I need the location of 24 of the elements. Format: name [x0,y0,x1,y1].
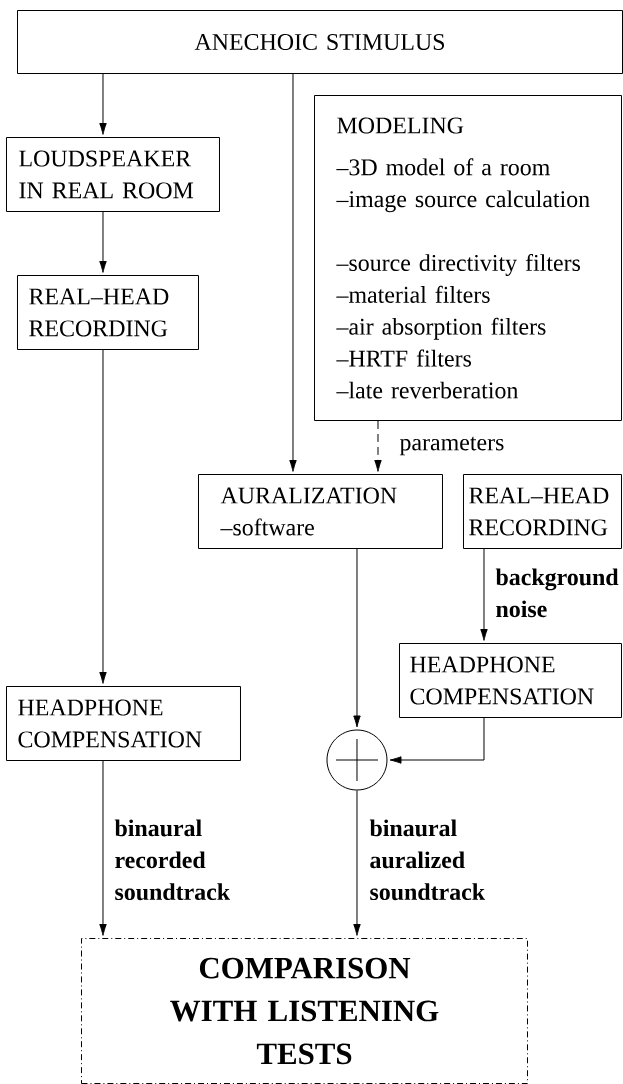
arrow [374,420,382,472]
process-box: AURALIZATION –software [198,474,443,549]
process-box: HEADPHONE COMPENSATION [6,686,241,761]
arrow [99,73,107,135]
result-box: COMPARISON WITH LISTENING TESTS [81,938,528,1084]
arrow [480,548,488,641]
process-box: REAL–HEAD RECORDING [463,474,622,549]
arrow [99,760,107,936]
arrow [389,717,485,764]
edge-label: parameters [399,436,504,456]
stimulus-box: ANECHOIC STIMULUS [17,10,623,74]
edge-label: background noise [495,568,619,618]
modeling-box: MODELING –3D model of a room –image source calculation –source directivity filters –material filters –air absorption filters –HRTF filters –late reverberation [314,95,622,421]
arrow [353,790,361,936]
edge-label: binaural recorded soundtrack [114,819,231,901]
arrow [99,349,107,684]
summing-junction [326,729,388,791]
process-box: LOUDSPEAKER IN REAL ROOM [6,137,220,212]
arrow [353,548,361,728]
arrow [99,211,107,273]
process-box: REAL–HEAD RECORDING [17,275,199,350]
arrow [289,73,297,472]
process-box: HEADPHONE COMPENSATION [399,643,622,718]
edge-label: binaural auralized soundtrack [369,819,486,901]
